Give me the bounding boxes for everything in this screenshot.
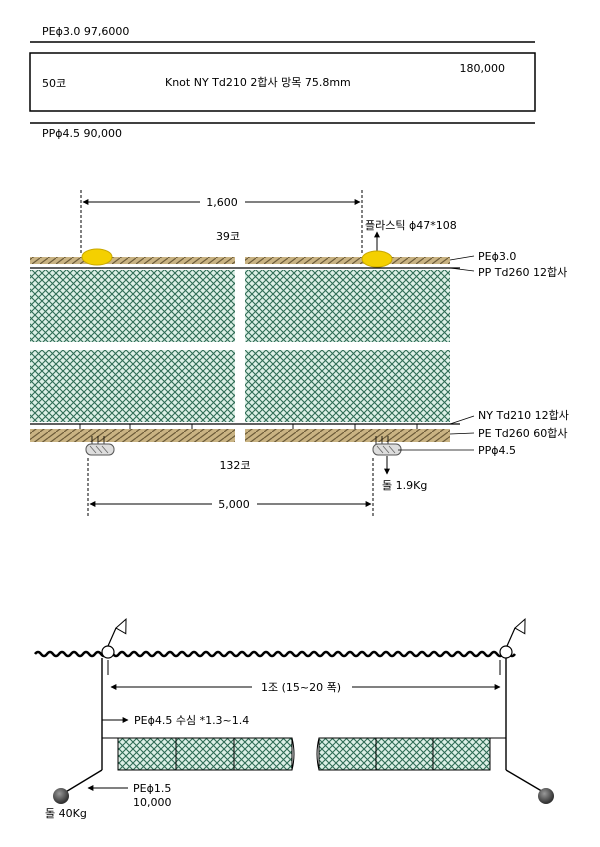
meshes-bottom-label: 132코 (219, 459, 250, 472)
spec-table: PEϕ3.0 97,6000 180,000 50코 Knot NY Td210… (29, 25, 536, 140)
sinker-stone-right (372, 443, 402, 456)
lead-rope-left (30, 429, 235, 442)
sinker-label: 돌 1.9Kg (382, 479, 427, 492)
net-mesh-upper-left (30, 270, 235, 342)
anchor-rope-label: PEϕ1.5 (133, 782, 171, 795)
sinker-stone-left (85, 443, 115, 456)
set-deployment-diagram: 1조 (15~20 폭) PEϕ4.5 수심 *1.3~1.4 PEϕ1.5 1… (34, 617, 554, 820)
float-rope-right (245, 257, 450, 264)
label-pe30: PEϕ3.0 (478, 250, 516, 263)
net-mesh-lower-right (245, 350, 450, 422)
label-pp-td260: PP Td260 12합사 (478, 266, 567, 279)
meshes-top-label: 39코 (216, 230, 240, 243)
float-label: 플라스틱 ϕ47*108 (365, 219, 457, 232)
anchor-stone-left-icon (53, 788, 69, 804)
float-left (81, 248, 113, 266)
net-section-right (318, 737, 491, 771)
anchor-rope-length: 10,000 (133, 796, 172, 809)
span-label: 1조 (15~20 폭) (261, 681, 341, 694)
net-mesh-lower-left (30, 350, 235, 422)
anchor-label: 돌 40Kg (45, 807, 87, 820)
spec-bottom-line: PPϕ4.5 90,000 (42, 127, 122, 140)
spec-box (29, 52, 536, 112)
buoy-flag-left-icon (101, 617, 127, 659)
label-pe-td260: PE Td260 60합사 (478, 427, 568, 440)
net-panel-diagram: 1,600 39코 플라스틱 ϕ47*108 (30, 190, 569, 516)
float-right (361, 250, 393, 268)
spec-top-line: PEϕ3.0 97,6000 (42, 25, 129, 38)
net-section-left (117, 737, 293, 771)
float-rope-left (30, 257, 235, 264)
sea-surface (34, 650, 516, 658)
lead-rope-right (245, 429, 450, 442)
label-pp45: PPϕ4.5 (478, 444, 516, 457)
spec-box-count: 50코 (42, 77, 66, 90)
spec-box-desc: Knot NY Td210 2합사 망목 75.8mm (165, 76, 351, 89)
dimension-bottom-label: 5,000 (218, 498, 250, 511)
rope-label: PEϕ4.5 수심 *1.3~1.4 (134, 714, 249, 727)
buoy-flag-right-icon (499, 617, 526, 659)
label-ny-td210: NY Td210 12합사 (478, 409, 569, 422)
spec-box-price: 180,000 (460, 62, 506, 75)
dimension-top-label: 1,600 (206, 196, 238, 209)
anchor-stone-right-icon (538, 788, 554, 804)
net-mesh-upper-right (245, 270, 450, 342)
